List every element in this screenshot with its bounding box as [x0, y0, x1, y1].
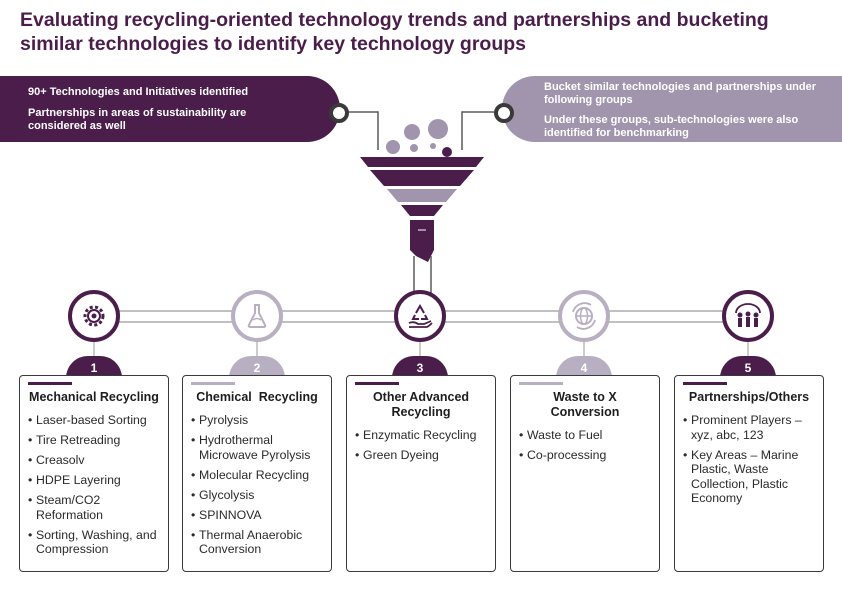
list-item: Hydrothermal Microwave Pyrolysis — [191, 433, 323, 462]
group-5-number: 5 — [720, 356, 776, 378]
list-item: SPINNOVA — [191, 508, 323, 523]
list-item: Sorting, Washing, and Compression — [28, 528, 160, 557]
list-item: Enzymatic Recycling — [355, 428, 487, 443]
bubble — [430, 143, 436, 149]
group-3-list: Enzymatic Recycling Green Dyeing — [355, 428, 487, 463]
banner-right-line-2: Under these groups, sub-technologies wer… — [544, 114, 799, 139]
group-4-icon-circle — [558, 290, 610, 342]
page-title: Evaluating recycling-oriented technology… — [20, 9, 769, 55]
list-item: HDPE Layering — [28, 473, 160, 488]
group-2-number: 2 — [229, 356, 285, 378]
group-4-number: 4 — [556, 356, 612, 378]
banner-left-node — [329, 103, 349, 123]
group-2-list: Pyrolysis Hydrothermal Microwave Pyrolys… — [191, 413, 323, 557]
list-item: Creasolv — [28, 453, 160, 468]
list-item: Steam/CO2 Reformation — [28, 493, 160, 522]
funnel-band-1 — [370, 170, 474, 186]
funnel-band-2 — [387, 189, 457, 202]
list-item: Molecular Recycling — [191, 468, 323, 483]
banner-right-node — [494, 103, 514, 123]
group-card-chemical-recycling: Chemical Recycling Pyrolysis Hydrotherma… — [182, 375, 332, 572]
group-4-list: Waste to Fuel Co-processing — [519, 428, 651, 463]
banner-left-line-2: Partnerships in areas of sustainability … — [28, 107, 247, 132]
group-card-partnerships-others: Partnerships/Others Prominent Players – … — [674, 375, 824, 572]
list-item: Co-processing — [519, 448, 651, 463]
list-item: Tire Retreading — [28, 433, 160, 448]
group-card-waste-to-x-conversion: Waste to X Conversion Waste to Fuel Co-p… — [510, 375, 660, 572]
bubble — [428, 119, 448, 139]
people-globe-icon — [735, 303, 761, 327]
connector-left — [347, 111, 379, 150]
list-item: Green Dyeing — [355, 448, 487, 463]
group-1-title: Mechanical Recycling — [29, 390, 159, 404]
group-3-title: Other Advanced Recycling — [372, 390, 470, 419]
list-item: Glycolysis — [191, 488, 323, 503]
globe-arrows-icon — [572, 302, 596, 330]
funnel-spout — [410, 220, 434, 262]
group-4-title: Waste to X Conversion — [550, 390, 620, 419]
bubble — [410, 144, 418, 152]
group-5-list: Prominent Players – xyz, abc, 123 Key Ar… — [683, 413, 815, 506]
funnel-rim — [360, 157, 484, 167]
group-2-title: Chemical Recycling — [196, 390, 318, 404]
group-5-title: Partnerships/Others — [688, 390, 810, 404]
group-2-icon-circle — [231, 290, 283, 342]
group-1-icon-circle — [68, 290, 120, 342]
funnel-neck — [401, 205, 443, 216]
flask-icon — [247, 304, 267, 328]
list-item: Key Areas – Marine Plastic, Waste Collec… — [683, 448, 815, 506]
connector-right — [461, 111, 494, 150]
banner-left-line-1: 90+ Technologies and Initiatives identif… — [28, 86, 249, 98]
list-item: Pyrolysis — [191, 413, 323, 428]
bubble — [404, 124, 420, 140]
group-3-number: 3 — [392, 356, 448, 378]
banner-left: 90+ Technologies and Initiatives identif… — [0, 76, 340, 142]
group-5-icon-circle — [722, 290, 774, 342]
gears-icon — [83, 305, 105, 327]
group-card-mechanical-recycling: Mechanical Recycling Laser-based Sorting… — [19, 375, 169, 572]
group-1-list: Laser-based Sorting Tire Retreading Crea… — [28, 413, 160, 557]
banner-right-line-1: Bucket similar technologies and partners… — [544, 81, 817, 106]
list-item: Thermal Anaerobic Conversion — [191, 528, 323, 557]
group-1-number: 1 — [66, 356, 122, 378]
group-3-icon-circle — [394, 290, 446, 342]
bubble — [386, 140, 400, 154]
recycle-hand-icon — [408, 303, 433, 328]
bubble — [442, 147, 452, 157]
list-item: Laser-based Sorting — [28, 413, 160, 428]
list-item: Waste to Fuel — [519, 428, 651, 443]
banner-right: Bucket similar technologies and partners… — [502, 76, 842, 142]
list-item: Prominent Players – xyz, abc, 123 — [683, 413, 815, 442]
group-card-other-advanced-recycling: Other Advanced Recycling Enzymatic Recyc… — [346, 375, 496, 572]
